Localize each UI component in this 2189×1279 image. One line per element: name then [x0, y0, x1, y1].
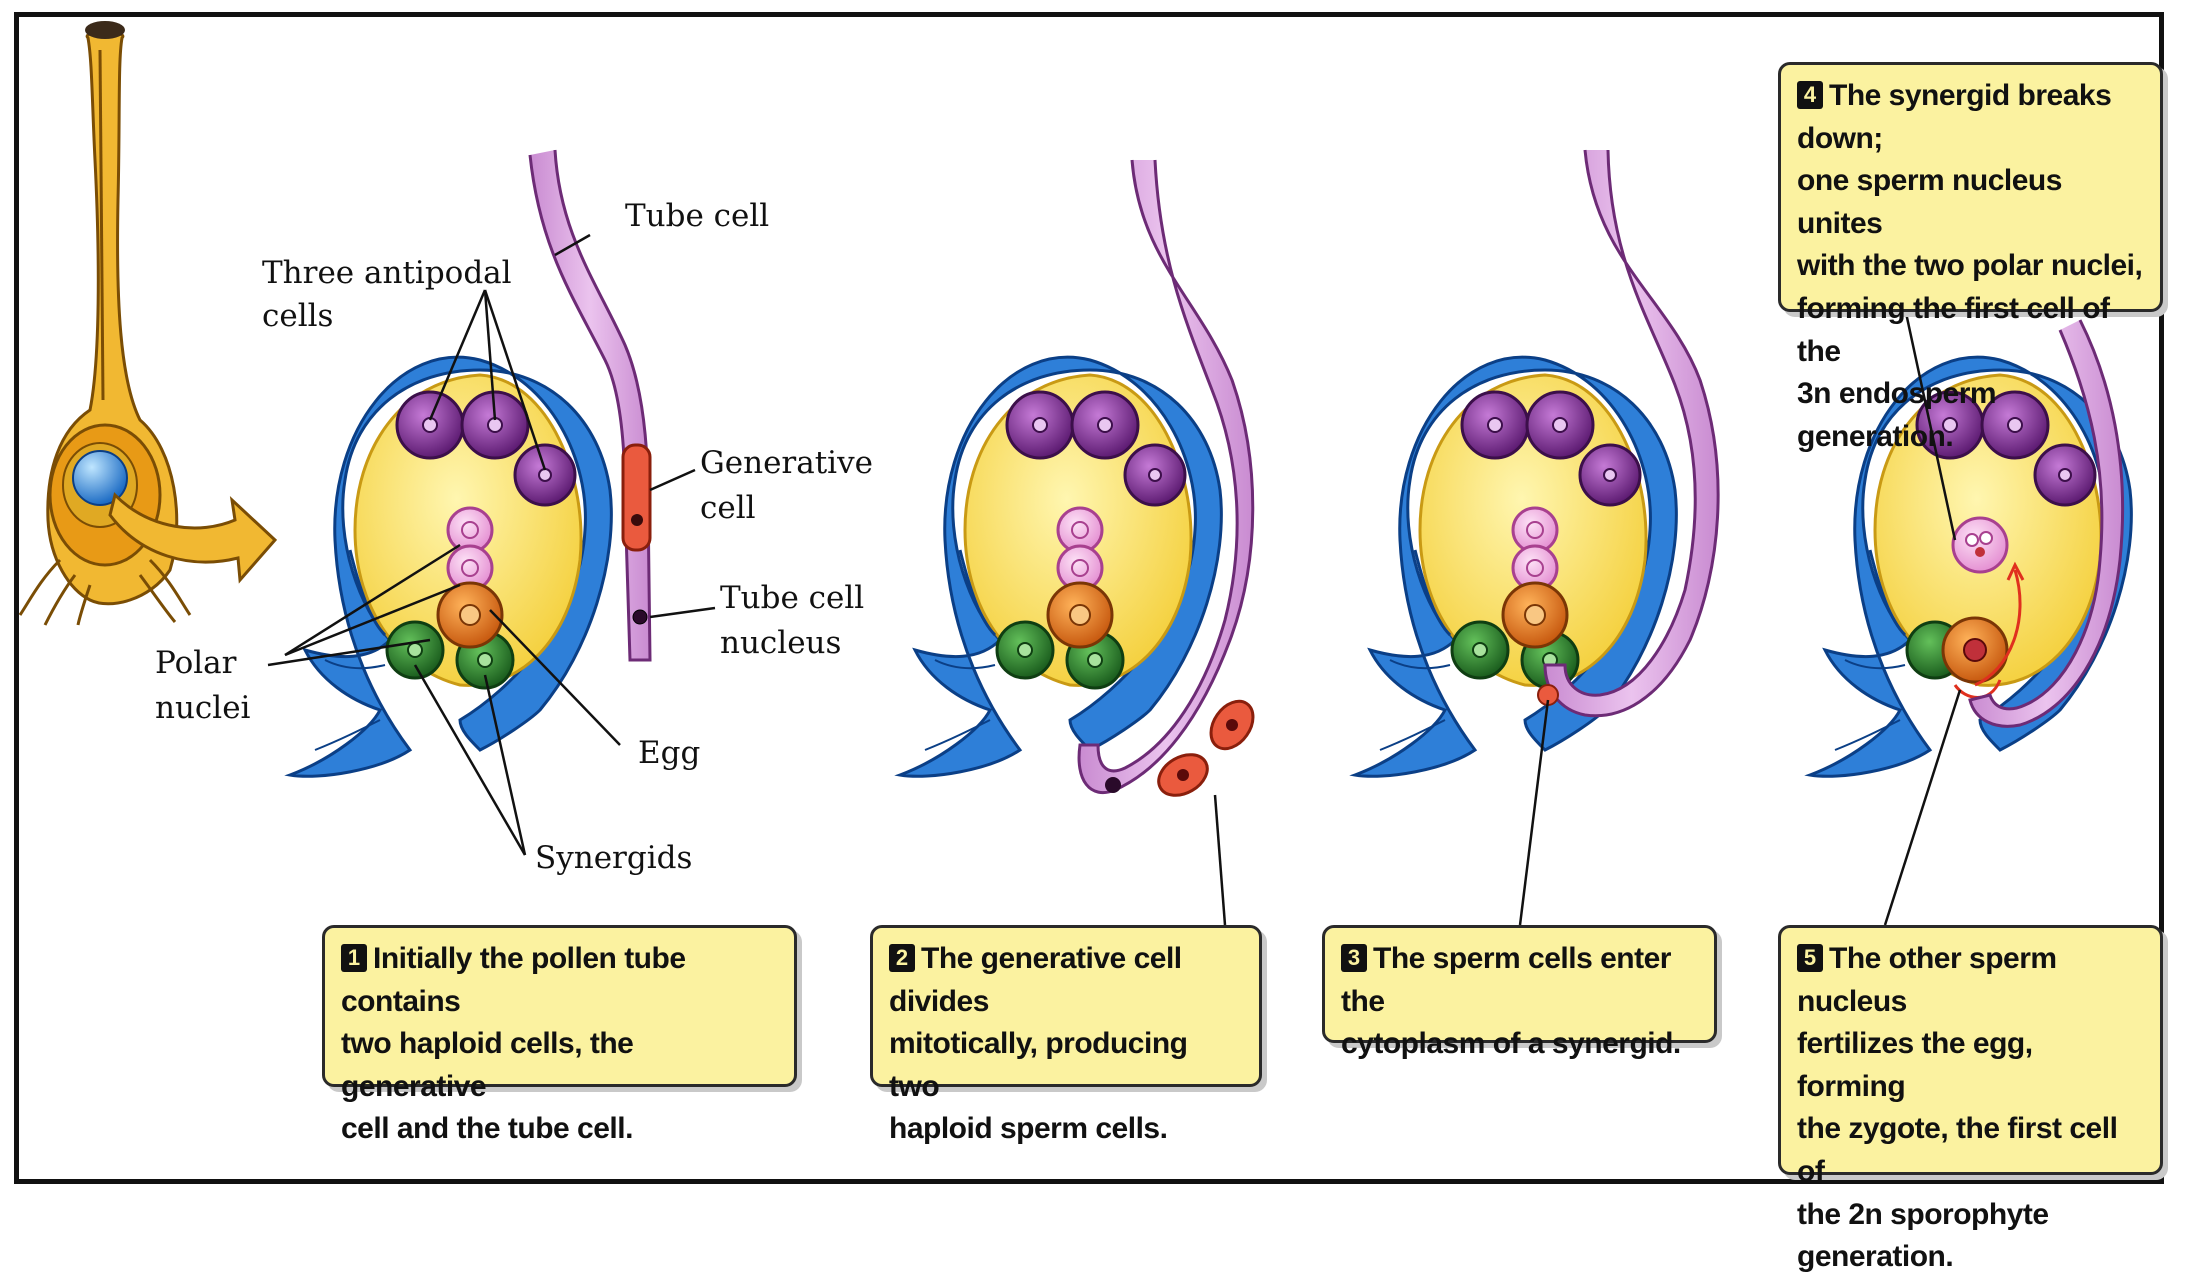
ovule-panel-1	[290, 357, 611, 776]
label-egg: Egg	[638, 735, 700, 772]
label-tube-cell-nucleus-2: nucleus	[720, 625, 841, 662]
label-nuclei: nuclei	[155, 690, 250, 727]
label-tube-cell: Tube cell	[625, 198, 769, 235]
ovule-panel-3	[1355, 357, 1676, 776]
label-generative-cell: cell	[700, 490, 756, 527]
step-text-2: The generative cell divides mitotically,…	[889, 942, 1187, 1145]
label-cells: cells	[262, 298, 333, 335]
ovule-panel-2	[900, 357, 1221, 776]
pistil-illustration	[20, 21, 275, 625]
step-number-4: 4	[1797, 81, 1823, 109]
tube-cell-nucleus	[633, 610, 647, 624]
step-number-3: 3	[1341, 944, 1367, 972]
label-synergids: Synergids	[535, 840, 692, 877]
step-text-5: The other sperm nucleus fertilizes the e…	[1797, 942, 2117, 1273]
label-three-antipodal: Three antipodal	[262, 255, 512, 292]
step-number-1: 1	[341, 944, 367, 972]
label-tube-cell-nucleus-1: Tube cell	[720, 580, 864, 617]
step-number-5: 5	[1797, 944, 1823, 972]
generative-cell	[623, 445, 650, 550]
step-number-2: 2	[889, 944, 915, 972]
step-text-3: The sperm cells enter the cytoplasm of a…	[1341, 942, 1681, 1060]
label-generative: Generative	[700, 445, 873, 482]
label-polar: Polar	[155, 645, 236, 682]
